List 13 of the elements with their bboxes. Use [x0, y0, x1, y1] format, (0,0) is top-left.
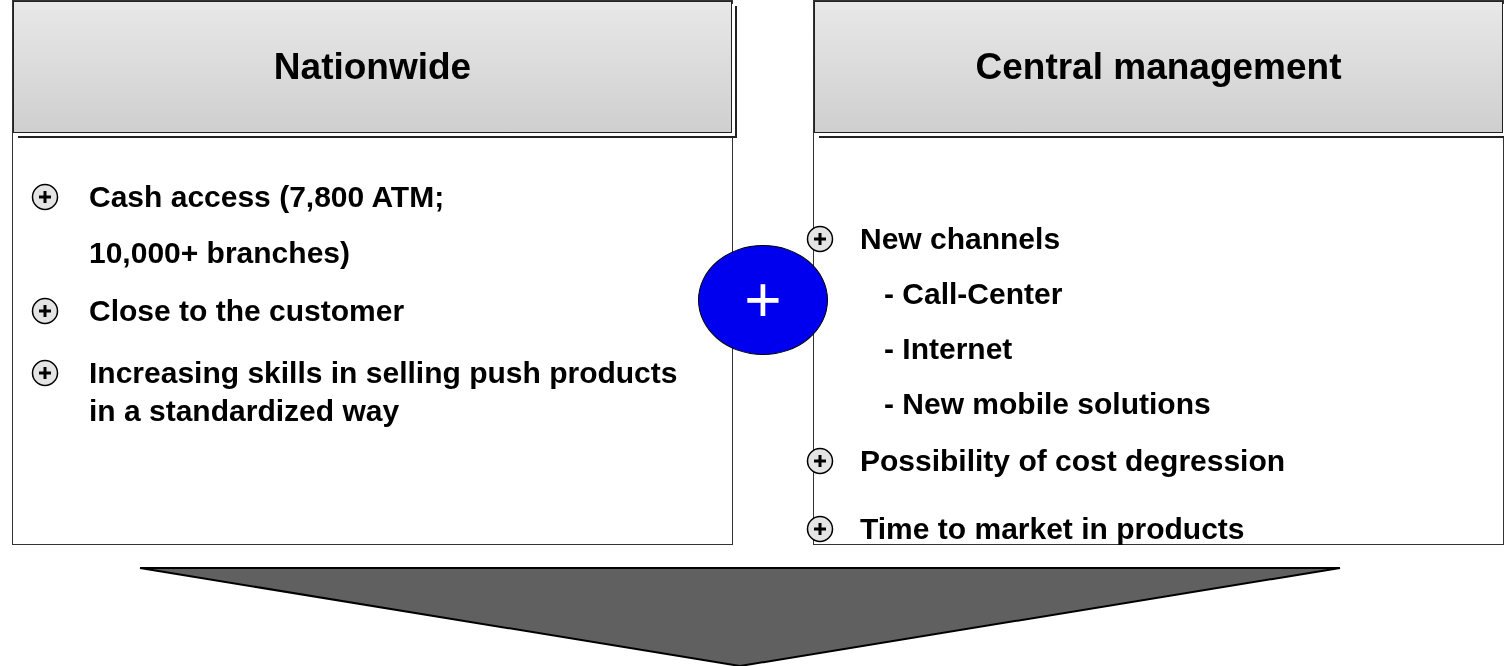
bullet-text: Time to market in products: [860, 511, 1246, 547]
panel-heading: Central management: [975, 46, 1342, 88]
bullet-text: New channels: [860, 221, 1062, 257]
sub-item-text: - Internet: [884, 331, 1014, 367]
bullet-text: Close to the customer: [89, 293, 406, 329]
sub-item-text: - New mobile solutions: [884, 386, 1212, 422]
down-arrow-shape: [139, 567, 1341, 666]
panel-heading: Nationwide: [273, 46, 472, 88]
bullet-text: Possibility of cost degression: [860, 443, 1287, 479]
sub-item-text: - Call-Center: [884, 276, 1064, 312]
plus-sign: +: [744, 268, 782, 332]
bullet-text: Cash access (7,800 ATM; 10,000+ branches): [89, 179, 446, 271]
bullet-text: Increasing skills in selling push products in a standardized way: [89, 355, 679, 429]
